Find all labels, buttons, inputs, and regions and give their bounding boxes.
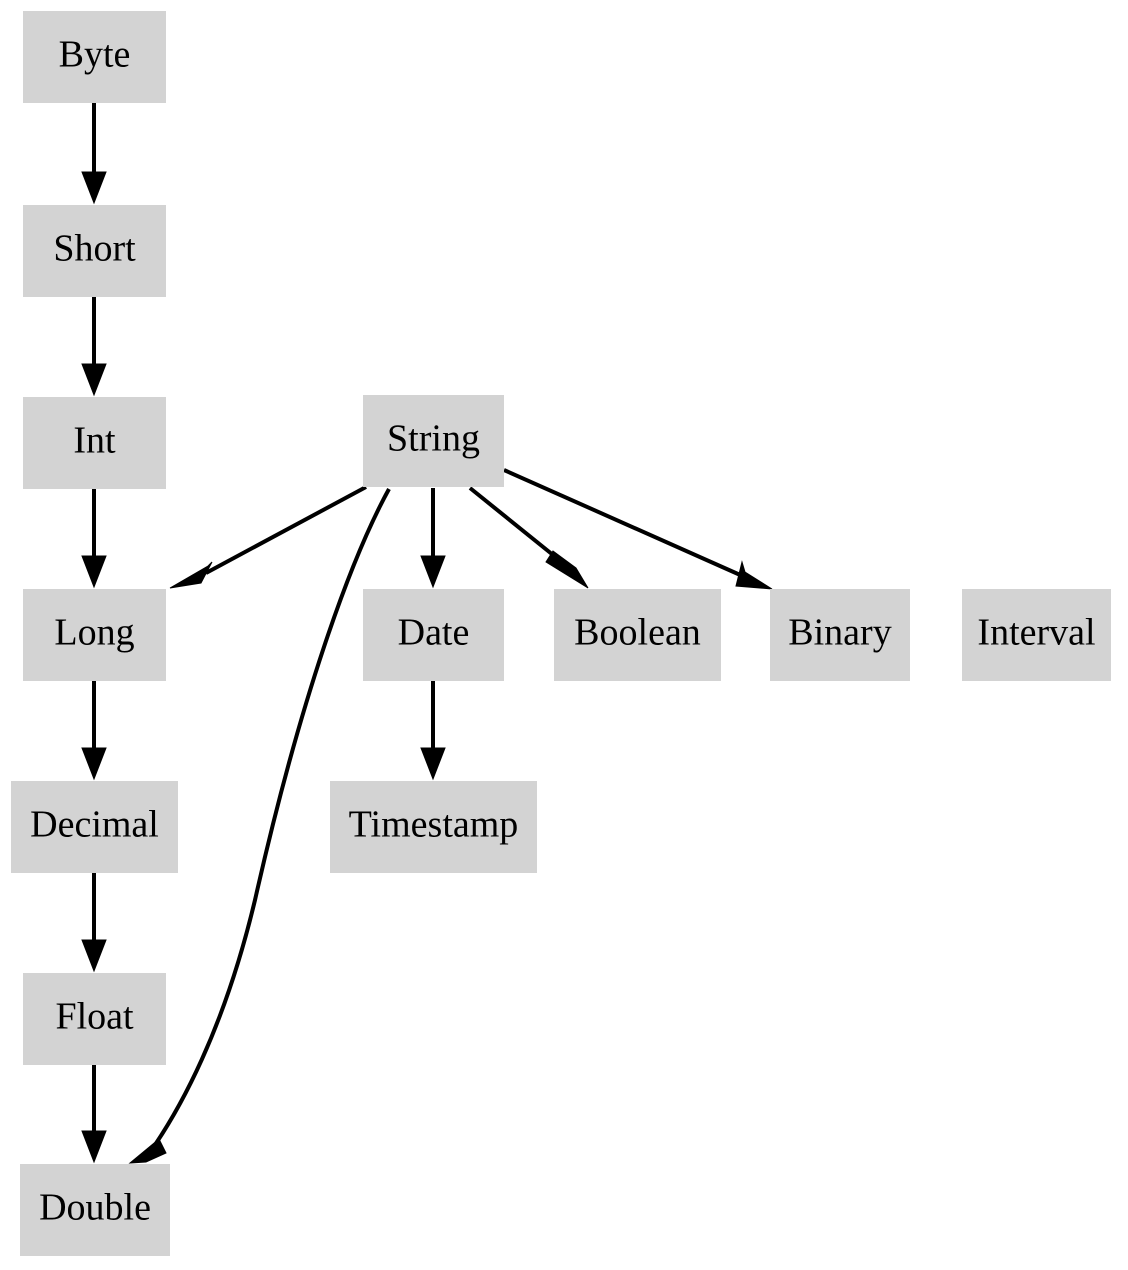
node-date-label: Date [398, 612, 470, 654]
node-short[interactable]: Short [23, 205, 166, 297]
node-decimal[interactable]: Decimal [11, 781, 178, 873]
edge-byte-short [81, 103, 107, 205]
node-boolean[interactable]: Boolean [554, 589, 721, 681]
node-byte-label: Byte [59, 34, 131, 76]
node-boolean-label: Boolean [574, 612, 701, 654]
edge-string-binary [503, 468, 773, 590]
node-short-label: Short [53, 228, 136, 270]
edge-layer [81, 103, 773, 1164]
node-decimal-rect[interactable] [11, 781, 178, 873]
node-byte[interactable]: Byte [23, 11, 166, 103]
node-timestamp[interactable]: Timestamp [330, 781, 537, 873]
node-date-rect[interactable] [363, 589, 504, 681]
edge-short-int [81, 297, 107, 397]
node-boolean-rect[interactable] [554, 589, 721, 681]
node-binary-rect[interactable] [770, 589, 910, 681]
node-string-label: String [387, 418, 480, 460]
node-long-rect[interactable] [23, 589, 166, 681]
node-date[interactable]: Date [363, 589, 504, 681]
node-interval[interactable]: Interval [962, 589, 1111, 681]
node-long[interactable]: Long [23, 589, 166, 681]
node-decimal-label: Decimal [30, 804, 159, 846]
node-double-label: Double [39, 1187, 151, 1229]
edge-string-double [128, 488, 391, 1164]
node-binary-label: Binary [788, 612, 891, 654]
node-float-label: Float [55, 996, 134, 1038]
node-layer: Byte Short Int Long Decimal Float [11, 11, 1111, 1256]
node-short-rect[interactable] [23, 205, 166, 297]
edge-decimal-float [81, 873, 107, 973]
node-long-label: Long [54, 612, 134, 654]
edge-date-timestamp [420, 681, 446, 781]
node-float[interactable]: Float [23, 973, 166, 1065]
node-timestamp-label: Timestamp [349, 804, 519, 846]
node-interval-label: Interval [977, 612, 1095, 654]
edge-string-date [420, 488, 446, 589]
node-string-rect[interactable] [363, 395, 504, 487]
edge-string-long [169, 485, 367, 589]
edge-long-decimal [81, 681, 107, 781]
node-double-rect[interactable] [20, 1164, 170, 1256]
node-int[interactable]: Int [23, 397, 166, 489]
edge-int-long [81, 489, 107, 589]
node-binary[interactable]: Binary [770, 589, 910, 681]
node-float-rect[interactable] [23, 973, 166, 1065]
node-string[interactable]: String [363, 395, 504, 487]
node-byte-rect[interactable] [23, 11, 166, 103]
edge-string-boolean [468, 486, 589, 589]
node-int-rect[interactable] [23, 397, 166, 489]
node-double[interactable]: Double [20, 1164, 170, 1256]
node-timestamp-rect[interactable] [330, 781, 537, 873]
edge-float-double [81, 1065, 107, 1164]
node-int-label: Int [73, 420, 116, 462]
node-interval-rect[interactable] [962, 589, 1111, 681]
